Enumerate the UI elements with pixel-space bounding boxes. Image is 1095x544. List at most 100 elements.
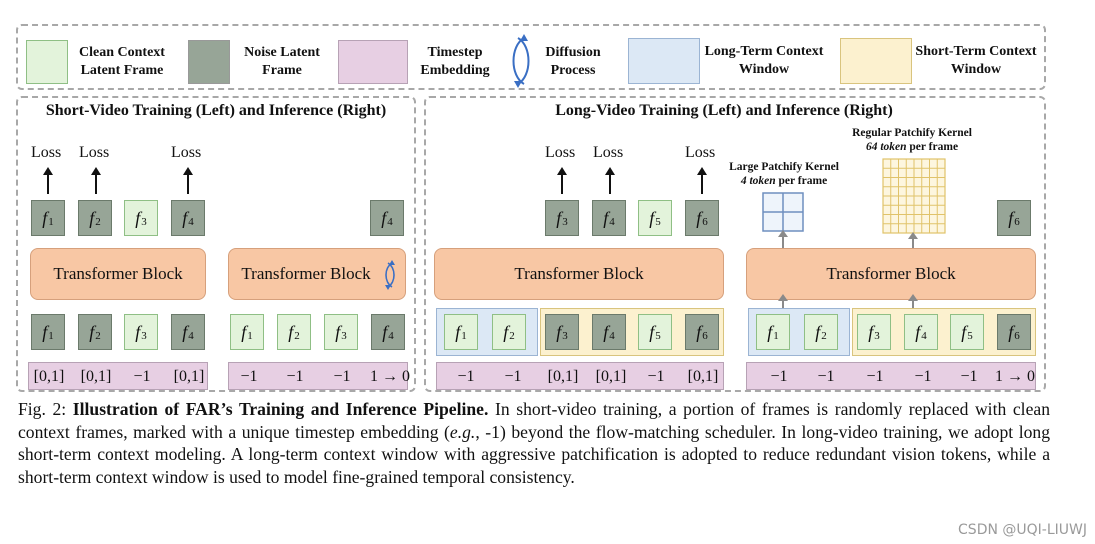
frame-subscript: 4 <box>188 216 194 228</box>
frame-symbol: f <box>915 321 921 342</box>
figure-caption: Fig. 2: Illustration of FAR’s Training a… <box>18 398 1050 488</box>
timestep-value: −1 <box>457 368 475 385</box>
frame-subscript: 6 <box>1014 330 1020 342</box>
frame-subscript: 6 <box>1014 216 1020 228</box>
caption-text-2: , -1) beyond the flow-matching scheduler… <box>18 421 1050 487</box>
short-panel-title: Short-Video Training (Left) and Inferenc… <box>45 102 387 119</box>
short-window-up-arrow <box>908 294 918 308</box>
caption-fig-number: Fig. 2: <box>18 399 73 419</box>
frame-symbol: f <box>556 207 562 228</box>
frame-subscript: 4 <box>188 330 194 342</box>
frame-symbol: f <box>382 321 388 342</box>
loss-label: Loss <box>171 144 202 161</box>
timestep-value: −1 <box>286 368 304 385</box>
frame-subscript: 2 <box>821 330 827 342</box>
timestep-value: −1 <box>333 368 351 385</box>
frame-subscript: 4 <box>921 330 927 342</box>
legend-swatch-clean <box>26 40 68 84</box>
legend-swatch-short-term <box>840 38 912 84</box>
timestep-value: 1 → 0 <box>995 368 1035 385</box>
long-infer-transformer-block: Transformer Block <box>746 248 1036 300</box>
frame-subscript: 3 <box>562 216 568 228</box>
frame-subscript: 1 <box>48 330 54 342</box>
frame-symbol: f <box>1008 207 1014 228</box>
frame-subscript: 3 <box>874 330 880 342</box>
timestep-value: [0,1] <box>687 368 719 385</box>
timestep-value: −1 <box>817 368 835 385</box>
short-video-panel <box>16 96 416 392</box>
transformer-block-label: Transformer Block <box>514 264 644 283</box>
frame-subscript: 1 <box>461 330 467 342</box>
frame-symbol: f <box>381 207 387 228</box>
frame-symbol: f <box>182 321 188 342</box>
large-patchify-kernel-label: Large Patchify Kernel 4 token per frame <box>712 160 856 188</box>
regular-kernel-arrow <box>908 232 918 248</box>
frame-symbol: f <box>961 321 967 342</box>
caption-text-1: In short-video training, a portion of fr… <box>18 399 1050 442</box>
frame-subscript: 3 <box>141 330 147 342</box>
frame-symbol: f <box>815 321 821 342</box>
frame-subscript: 1 <box>48 216 54 228</box>
long-panel-title: Long-Video Training (Left) and Inference… <box>555 102 893 119</box>
regular-kernel-count: 64 token <box>865 141 907 153</box>
loss-arrow <box>183 167 193 194</box>
transformer-block-label: Transformer Block <box>53 264 183 283</box>
frame-subscript: 1 <box>773 330 779 342</box>
timestep-value: −1 <box>133 368 151 385</box>
frame-symbol: f <box>42 207 48 228</box>
timestep-value: 1 → 0 <box>370 368 410 385</box>
loss-label: Loss <box>79 144 110 161</box>
timestep-value: [0,1] <box>547 368 579 385</box>
short-infer-timestep-bar: −1 −1 −1 1 → 0 <box>228 362 410 390</box>
frame-symbol: f <box>89 207 95 228</box>
frame-symbol: f <box>649 207 655 228</box>
frame-subscript: 6 <box>702 216 708 228</box>
loss-label: Loss <box>593 144 624 161</box>
frame-subscript: 1 <box>247 330 253 342</box>
loss-arrow <box>557 167 567 194</box>
legend-label-noise: Noise Latent Frame <box>244 45 320 78</box>
large-kernel-tokens: 4 token per frame <box>712 174 856 188</box>
caption-eg: e.g. <box>449 421 476 442</box>
timestep-value: −1 <box>647 368 665 385</box>
regular-patchify-grid <box>882 158 946 234</box>
watermark: CSDN @UQI-LIUWJ <box>958 522 1087 538</box>
frame-symbol: f <box>767 321 773 342</box>
loss-arrow <box>91 167 101 194</box>
timestep-value: −1 <box>240 368 258 385</box>
short-train-timestep-bar: [0,1][0,1]−1[0,1] <box>28 362 208 390</box>
regular-kernel-tokens: 64 token per frame <box>836 140 988 154</box>
timestep-value: [0,1] <box>595 368 627 385</box>
loss-arrow <box>43 167 53 194</box>
frame-symbol: f <box>696 321 702 342</box>
frame-symbol: f <box>182 207 188 228</box>
loss-label: Loss <box>31 144 62 161</box>
frame-symbol: f <box>135 321 141 342</box>
large-kernel-arrow <box>778 230 788 248</box>
transformer-block-label: Transformer Block <box>241 264 371 283</box>
diffusion-cycle-icon <box>385 260 395 290</box>
frame-subscript: 6 <box>702 330 708 342</box>
frame-symbol: f <box>696 207 702 228</box>
